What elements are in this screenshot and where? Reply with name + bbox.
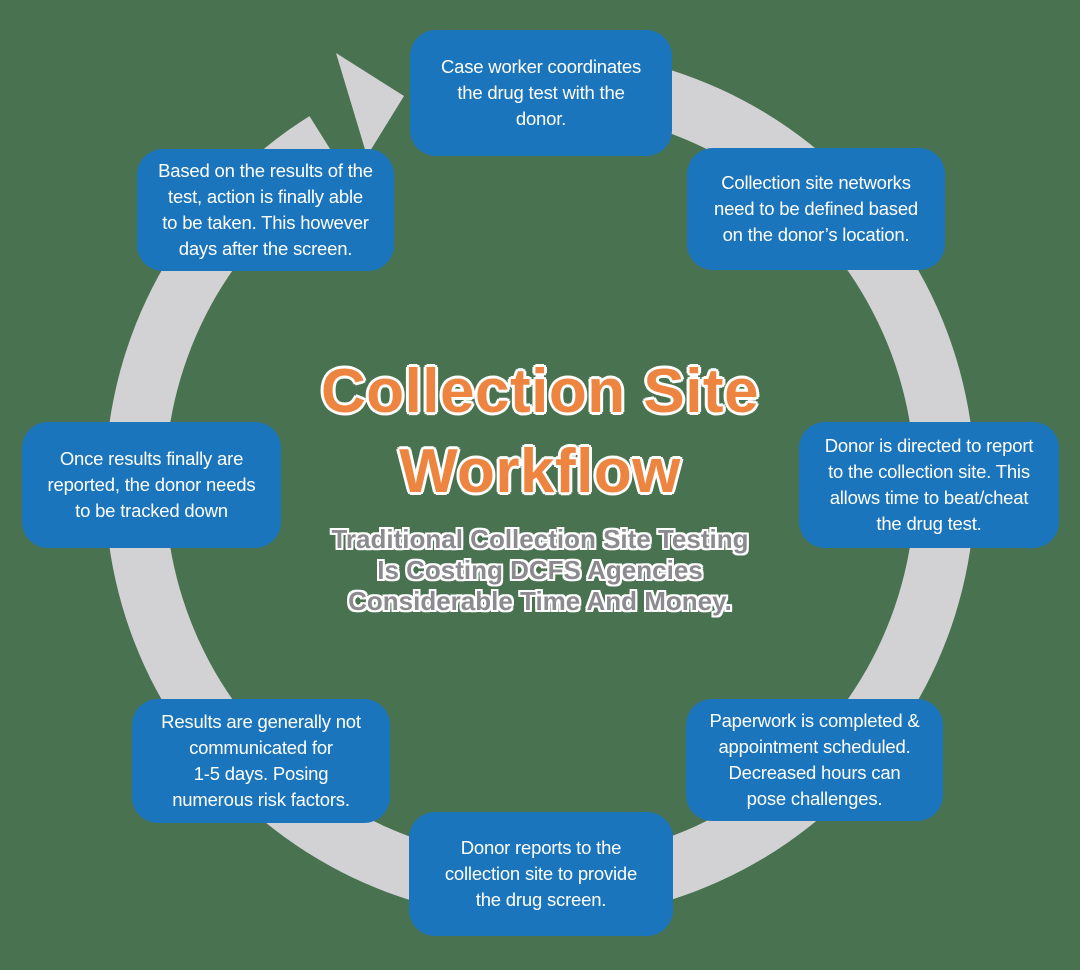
cycle-arrowhead-icon [336, 53, 404, 156]
step-box-case-worker-coordinates: Case worker coordinates the drug test wi… [410, 30, 672, 156]
step-box-action-taken: Based on the results of the test, action… [137, 149, 394, 271]
center-text-block: Collection Site Workflow Traditional Col… [240, 352, 840, 617]
step-box-donor-tracked-down: Once results finally are reported, the d… [22, 422, 281, 548]
step-box-donor-reports: Donor reports to the collection site to … [409, 812, 673, 936]
diagram-subtitle: Traditional Collection Site Testing Is C… [331, 524, 749, 616]
step-box-paperwork-completed: Paperwork is completed & appointment sch… [686, 699, 943, 821]
step-box-collection-site-networks: Collection site networks need to be defi… [687, 148, 945, 270]
step-box-donor-directed-to-report: Donor is directed to report to the colle… [799, 422, 1059, 548]
step-box-results-not-communicated: Results are generally not communicated f… [132, 699, 390, 823]
diagram-title: Collection Site Workflow [320, 357, 760, 506]
